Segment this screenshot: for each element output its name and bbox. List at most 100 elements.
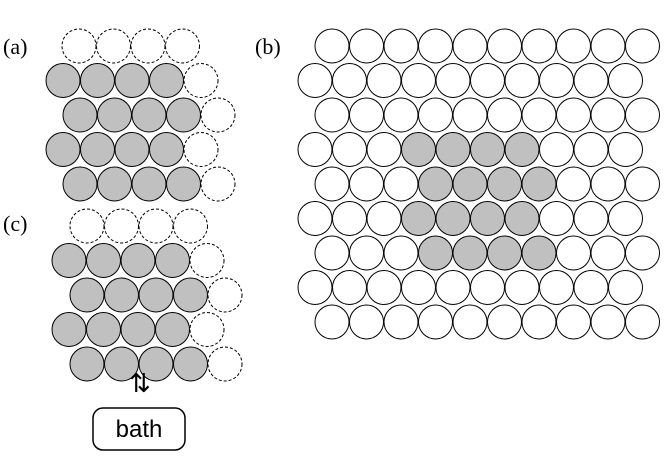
panel-b-site-filled xyxy=(401,201,436,236)
panel-b-site-empty xyxy=(366,63,402,98)
panel-b-site-empty xyxy=(470,270,505,305)
panel-a-site-filled xyxy=(166,166,201,202)
panel-b-site-empty xyxy=(314,97,350,133)
panel-c-site-filled xyxy=(104,277,139,313)
panel-b-lattice xyxy=(297,28,660,340)
panel-b-site-empty xyxy=(297,63,333,98)
panel-b-site-filled xyxy=(487,166,522,202)
panel-b-site-empty xyxy=(504,270,540,305)
panel-b-site-empty xyxy=(349,97,384,133)
panel-a-site-filled xyxy=(97,97,132,133)
panel-c-site-ghost xyxy=(138,208,174,244)
panel-b-site-empty xyxy=(556,304,591,340)
panel-b-site-filled xyxy=(521,166,557,202)
panel-a-site-ghost xyxy=(183,132,219,167)
panel-b-site-empty xyxy=(573,132,609,167)
panel-b-site-empty xyxy=(332,63,367,98)
panel-b-site-empty xyxy=(625,304,660,340)
panel-b-site-empty xyxy=(452,97,488,133)
panel-b-site-filled xyxy=(418,235,453,271)
panel-b-site-filled xyxy=(470,132,505,167)
panel-b-site-empty xyxy=(608,270,643,305)
panel-a-site-ghost xyxy=(200,97,236,133)
panel-c-site-filled xyxy=(86,312,121,347)
panel-a-site-ghost xyxy=(165,28,200,64)
panel-b-site-empty xyxy=(297,270,333,305)
panel-b-site-empty xyxy=(556,97,591,133)
panel-a-site-filled xyxy=(80,63,115,98)
panel-c-site-ghost xyxy=(104,208,139,244)
panel-c-site-filled xyxy=(120,312,156,347)
panel-c-site-ghost xyxy=(69,208,105,244)
panel-c-site-filled xyxy=(173,346,208,382)
panel-b-site-empty xyxy=(418,304,453,340)
bath-label: bath xyxy=(116,416,163,443)
panel-c-site-ghost xyxy=(207,277,243,313)
panel-c-site-filled xyxy=(138,277,174,313)
panel-b-site-empty xyxy=(418,97,453,133)
panel-b-site-filled xyxy=(521,235,557,271)
panel-b-site-empty xyxy=(297,132,333,167)
panel-b-site-empty xyxy=(366,270,402,305)
panel-b-site-empty xyxy=(573,63,609,98)
panel-b-site-empty xyxy=(539,270,574,305)
panel-b-site-empty xyxy=(418,28,453,64)
panel-b-site-filled xyxy=(470,201,505,236)
panel-c-site-filled xyxy=(51,312,87,347)
panel-b-site-empty xyxy=(521,28,557,64)
panel-b-site-empty xyxy=(314,304,350,340)
panel-b-site-empty xyxy=(590,304,626,340)
panel-b-site-empty xyxy=(487,97,522,133)
panel-b-site-empty xyxy=(573,201,609,236)
panel-b-label: (b) xyxy=(255,34,281,59)
panel-b-site-empty xyxy=(314,28,350,64)
panel-b-site-empty xyxy=(349,28,384,64)
panel-b-site-empty xyxy=(470,63,505,98)
panel-c-site-filled xyxy=(69,346,105,382)
panel-b-site-empty xyxy=(625,28,660,64)
panel-c-site-ghost xyxy=(207,346,243,382)
panel-b-site-empty xyxy=(314,235,350,271)
panel-c-site-filled xyxy=(120,243,156,278)
panel-c-label: (c) xyxy=(3,211,27,236)
panel-b-site-empty xyxy=(487,304,522,340)
panel-a-site-filled xyxy=(80,132,115,167)
panel-b-site-empty xyxy=(383,28,419,64)
panel-b-site-filled xyxy=(435,201,471,236)
panel-b-site-empty xyxy=(366,132,402,167)
panel-a-site-filled xyxy=(97,166,132,202)
panel-a-lattice xyxy=(45,28,236,202)
panel-b-site-filled xyxy=(418,166,453,202)
panel-b-site-empty xyxy=(539,201,574,236)
panel-b-site-empty xyxy=(521,97,557,133)
panel-a-site-ghost xyxy=(200,166,236,202)
panel-b-site-empty xyxy=(332,270,367,305)
panel-b-site-empty xyxy=(590,97,626,133)
panel-a-site-filled xyxy=(149,132,184,167)
panel-b-site-filled xyxy=(435,132,471,167)
exchange-arrows-icon: ⇅ xyxy=(129,369,151,399)
panel-a-site-filled xyxy=(62,97,98,133)
panel-b-site-empty xyxy=(401,63,436,98)
panel-c-site-ghost xyxy=(189,312,225,347)
panel-a-site-filled xyxy=(131,166,167,202)
panel-b-site-empty xyxy=(383,97,419,133)
panel-b-site-empty xyxy=(383,304,419,340)
panel-b-site-empty xyxy=(366,201,402,236)
panel-b-site-empty xyxy=(556,166,591,202)
panel-b-site-filled xyxy=(452,166,488,202)
panel-c-site-filled xyxy=(173,277,208,313)
panel-b-site-empty xyxy=(401,270,436,305)
panel-b-site-empty xyxy=(556,235,591,271)
panel-b-site-empty xyxy=(349,304,384,340)
panel-c-site-filled xyxy=(86,243,121,278)
panel-b-site-empty xyxy=(314,166,350,202)
panel-b-site-empty xyxy=(590,235,626,271)
panel-b-site-empty xyxy=(608,132,643,167)
panel-a-site-ghost xyxy=(96,28,131,64)
panel-b-site-empty xyxy=(349,166,384,202)
panel-b-site-empty xyxy=(487,28,522,64)
panel-b-site-empty xyxy=(590,166,626,202)
panel-b-site-empty xyxy=(625,235,660,271)
